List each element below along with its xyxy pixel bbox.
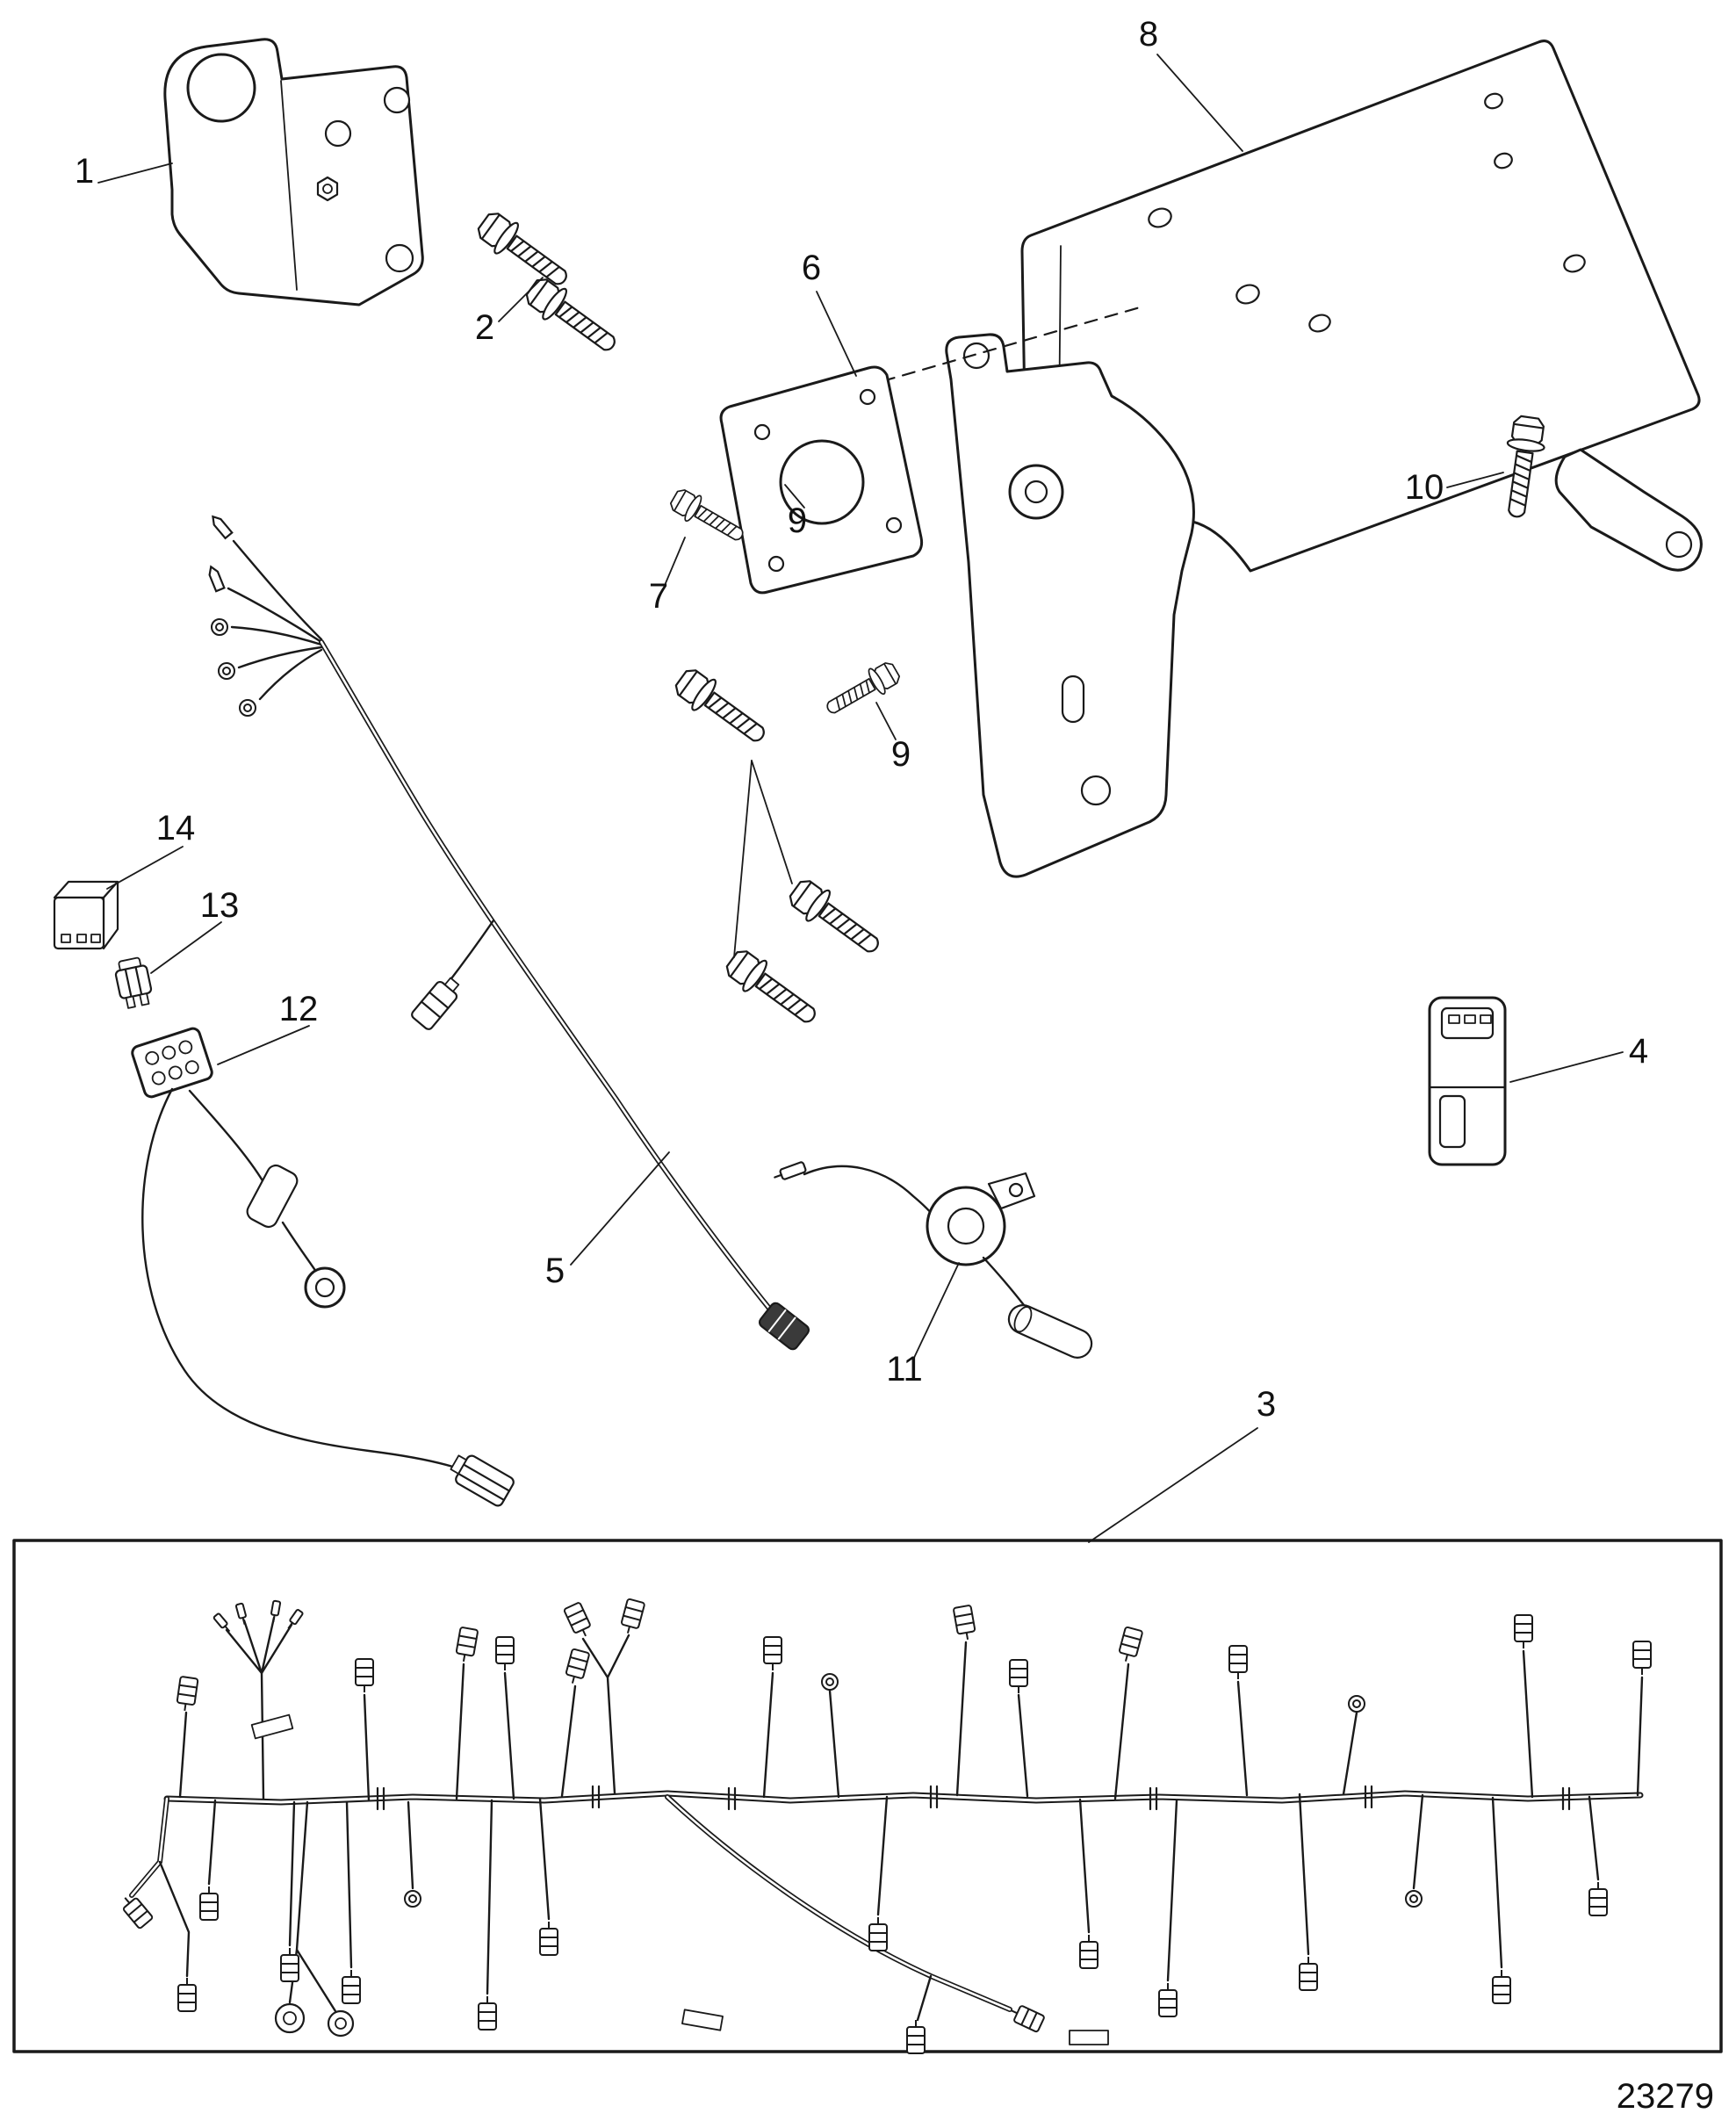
branch-connector xyxy=(411,977,460,1030)
relay-part14 xyxy=(53,880,119,950)
ring-terminal xyxy=(239,699,256,717)
callout-14: 14 xyxy=(156,809,196,848)
plate-bracket-part6 xyxy=(719,365,924,595)
flange-bolt-cluster xyxy=(669,662,889,1035)
callout-11: 11 xyxy=(886,1350,923,1389)
callout-7: 7 xyxy=(649,577,668,616)
callout-10: 10 xyxy=(1405,468,1444,507)
pigtail-sleeve xyxy=(246,1164,299,1229)
connector-block-part4 xyxy=(1428,996,1507,1166)
callout-4: 4 xyxy=(1629,1032,1648,1071)
callout-9a: 9 xyxy=(788,501,807,540)
tape-bands xyxy=(376,1785,1571,1811)
bullet-terminal xyxy=(208,512,234,539)
wire-tag xyxy=(250,1713,294,1740)
flange-bolt-part9 xyxy=(820,657,904,723)
callout-5: 5 xyxy=(545,1252,565,1290)
drawing-number: 23279 xyxy=(1617,2077,1714,2116)
pigtail-connector xyxy=(131,1027,213,1099)
pigtail-part12 xyxy=(131,1027,515,1507)
flange-bolts-part2 xyxy=(472,206,625,363)
harness-end-connector xyxy=(758,1302,810,1351)
pigtail-end-connector xyxy=(450,1454,515,1507)
support-bracket xyxy=(945,333,1195,878)
alignment-dashed-line xyxy=(881,306,1142,383)
mounting-bracket-part1 xyxy=(163,38,424,307)
callout-8: 8 xyxy=(1139,15,1158,54)
sensor-sleeve xyxy=(1007,1304,1093,1359)
wire-tag xyxy=(681,2009,724,2031)
spade-terminal xyxy=(774,1161,807,1180)
callout-3: 3 xyxy=(1257,1385,1276,1424)
harness-lead-part5 xyxy=(205,512,810,1351)
leader-lines xyxy=(97,54,1624,1543)
ring-terminal xyxy=(218,662,235,680)
fuse-part13 xyxy=(114,956,153,1009)
callout-12: 12 xyxy=(279,990,319,1028)
harness-branches-down xyxy=(207,1793,1600,2013)
sensor-part11 xyxy=(774,1161,1093,1359)
callout-13: 13 xyxy=(200,886,240,925)
wire-tag xyxy=(1069,2030,1109,2045)
main-wiring-harness xyxy=(117,1598,1652,2054)
mounting-plate-part8 xyxy=(1020,40,1703,625)
callout-6: 6 xyxy=(802,249,821,287)
bullet-terminal xyxy=(205,564,226,593)
ring-terminal xyxy=(211,618,228,636)
callout-2: 2 xyxy=(475,308,494,347)
callout-1: 1 xyxy=(75,152,94,191)
callout-9b: 9 xyxy=(891,735,911,774)
